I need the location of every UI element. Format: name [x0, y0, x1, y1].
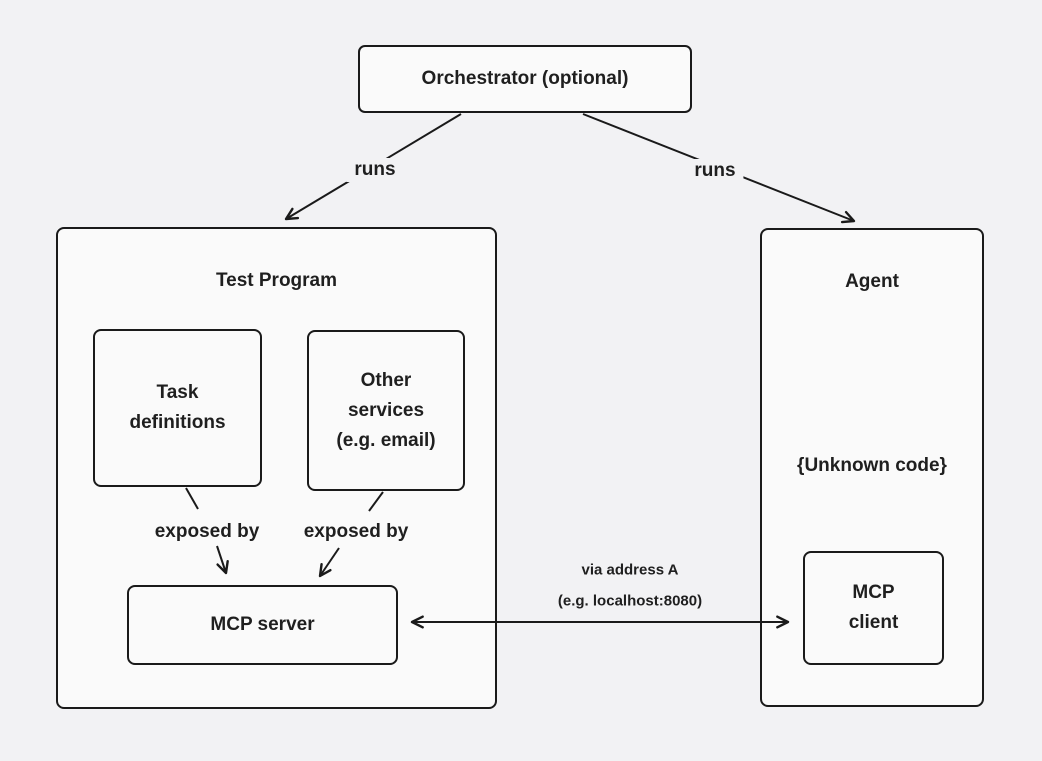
node-other-services: Other services (e.g. email)	[307, 330, 465, 491]
via-address-label-line2: (e.g. localhost:8080)	[557, 592, 703, 610]
node-agent: Agent {Unknown code} MCP client	[760, 228, 984, 707]
node-orchestrator-label: Orchestrator (optional)	[421, 68, 629, 89]
node-task-definitions: Task definitions	[93, 329, 262, 487]
exposed-by-right-label: exposed by	[303, 521, 409, 542]
node-mcp-client-label: MCP client	[849, 578, 899, 638]
exposed-by-left-label: exposed by	[154, 521, 260, 542]
other-services-line2: services	[347, 399, 425, 421]
mcp-client-line1: MCP	[852, 582, 895, 603]
node-mcp-server-label: MCP server	[210, 614, 315, 635]
runs-left-label: runs	[346, 158, 404, 182]
node-mcp-server: MCP server	[127, 585, 398, 665]
via-address-label-line1: via address A	[581, 561, 679, 579]
task-definitions-line2: definitions	[129, 412, 226, 433]
mcp-client-line2: client	[848, 612, 899, 633]
other-services-line3: (e.g. email)	[336, 429, 436, 451]
node-other-services-label: Other services (e.g. email)	[336, 366, 435, 456]
node-test-program: Test Program Task definitions Other serv…	[56, 227, 497, 709]
node-test-program-title: Test Program	[215, 270, 338, 291]
unknown-code-text: {Unknown code}	[797, 455, 947, 476]
node-orchestrator: Orchestrator (optional)	[358, 45, 692, 113]
other-services-line1: Other	[360, 369, 412, 391]
runs-right-label: runs	[686, 159, 744, 183]
task-definitions-line1: Task	[156, 382, 199, 403]
node-task-definitions-label: Task definitions	[129, 378, 225, 438]
node-mcp-client: MCP client	[803, 551, 944, 665]
node-agent-title: Agent	[845, 271, 899, 292]
